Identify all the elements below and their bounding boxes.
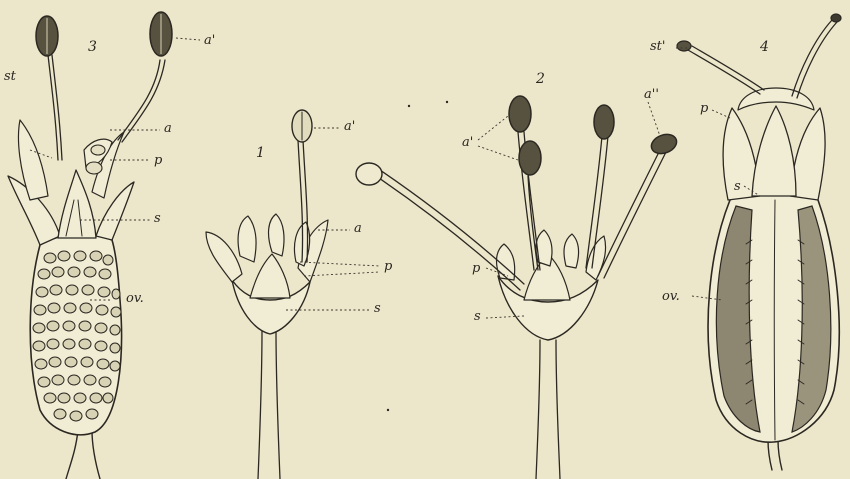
figure-3-label-petal: p bbox=[154, 154, 162, 167]
figure-1-flower bbox=[206, 110, 380, 479]
figure-2-label-anther-empty: a'' bbox=[644, 88, 659, 101]
figure-1-label-petal: p bbox=[384, 260, 392, 273]
figure-2-anther-left-open bbox=[356, 163, 382, 185]
figure-2-label-sepal: s bbox=[474, 310, 481, 323]
figure-1-label-sepal: s bbox=[374, 302, 381, 315]
figure-4-label-petal: p bbox=[700, 102, 708, 115]
figure-2-anther-lower bbox=[519, 141, 541, 175]
figure-4-stigma-left bbox=[677, 41, 691, 51]
figure-3-label-anther: a bbox=[164, 122, 172, 135]
figure-2-label-anthers-pollen: a' bbox=[462, 136, 473, 149]
figure-4-number: 4 bbox=[760, 40, 769, 54]
figure-3-label-sepal: s bbox=[154, 212, 161, 225]
figure-2-flower bbox=[356, 96, 679, 479]
figure-1-label-anther: a bbox=[354, 222, 362, 235]
figure-1-number: 1 bbox=[256, 146, 265, 160]
figure-3-flower bbox=[8, 12, 200, 479]
figure-3-label-anther-pollen: a' bbox=[204, 34, 215, 47]
figure-2-number: 2 bbox=[536, 72, 545, 86]
figure-3-number: 3 bbox=[88, 40, 97, 54]
figure-4-label-ovary: ov. bbox=[662, 290, 680, 303]
figure-1-label-anther-pollen: a' bbox=[344, 120, 355, 133]
figure-2-anther-empty bbox=[649, 131, 680, 157]
figure-4-label-stigma: st' bbox=[650, 40, 665, 53]
figure-3-label-ovary: ov. bbox=[126, 292, 144, 305]
figure-4-label-sepal: s bbox=[734, 180, 741, 193]
figure-4-stigma-right bbox=[831, 14, 841, 22]
figure-2-anther-right bbox=[594, 105, 614, 139]
figure-2-anther-upper bbox=[509, 96, 531, 132]
figure-3-label-stigma: st bbox=[4, 70, 16, 83]
figure-4-flower bbox=[676, 14, 841, 470]
figure-2-label-petal: p bbox=[472, 262, 480, 275]
